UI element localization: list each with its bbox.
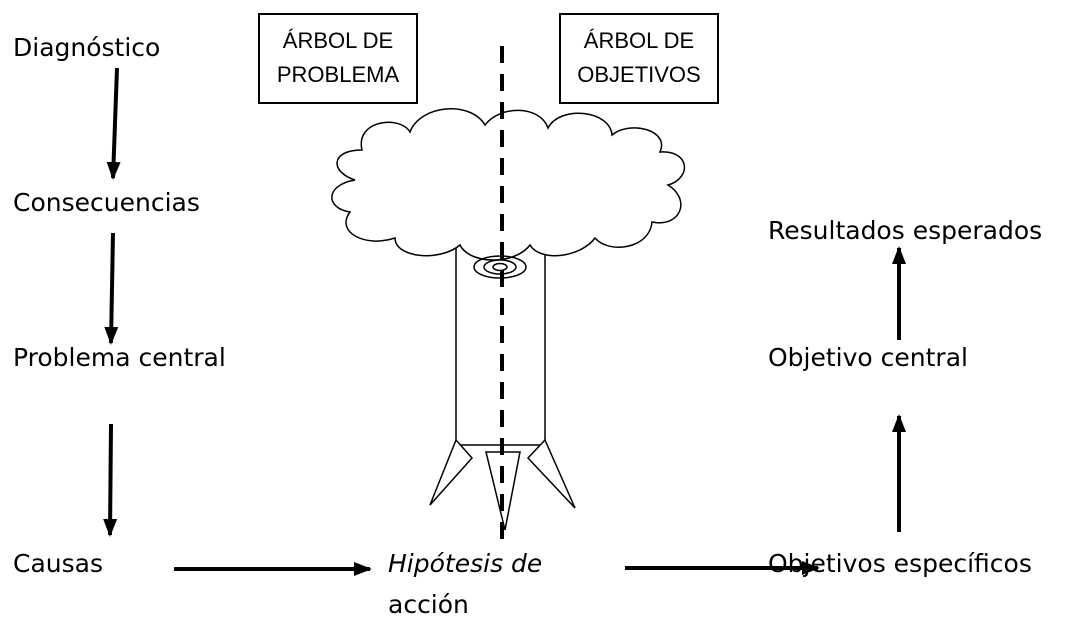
- tree-roots: [429, 438, 576, 531]
- label-hipotesis: Hipótesis de: [388, 549, 543, 578]
- label-problema-central: Problema central: [13, 343, 226, 372]
- arbol-problema-line2: PROBLEMA: [276, 62, 400, 87]
- label-resultados-esperados: Resultados esperados: [768, 216, 1043, 245]
- label-objetivos-especificos: Objetivos específicos: [768, 549, 1032, 578]
- label-consecuencias: Consecuencias: [13, 188, 200, 217]
- label-causas: Causas: [13, 549, 103, 578]
- arrow-consecuencias-to-problema: [104, 232, 119, 345]
- arrow-problema-to-causas: [103, 423, 118, 537]
- label-objetivo-central: Objetivo central: [768, 343, 968, 372]
- arbol-objetivos-line2: OBJETIVOS: [577, 62, 701, 87]
- arbol-objetivos-line1: ÁRBOL DE: [583, 28, 695, 53]
- arbol-problema-box: ÁRBOL DE PROBLEMA: [258, 13, 418, 104]
- arbol-objetivos-box: ÁRBOL DE OBJETIVOS: [559, 13, 719, 104]
- label-diagnostico: Diagnóstico: [13, 33, 161, 62]
- arbol-problema-line1: ÁRBOL DE: [282, 28, 394, 53]
- arrow-diagnostico-to-consecuencias: [106, 67, 121, 180]
- tree-canopy-cloud: [331, 108, 685, 261]
- label-accion: acción: [388, 590, 469, 619]
